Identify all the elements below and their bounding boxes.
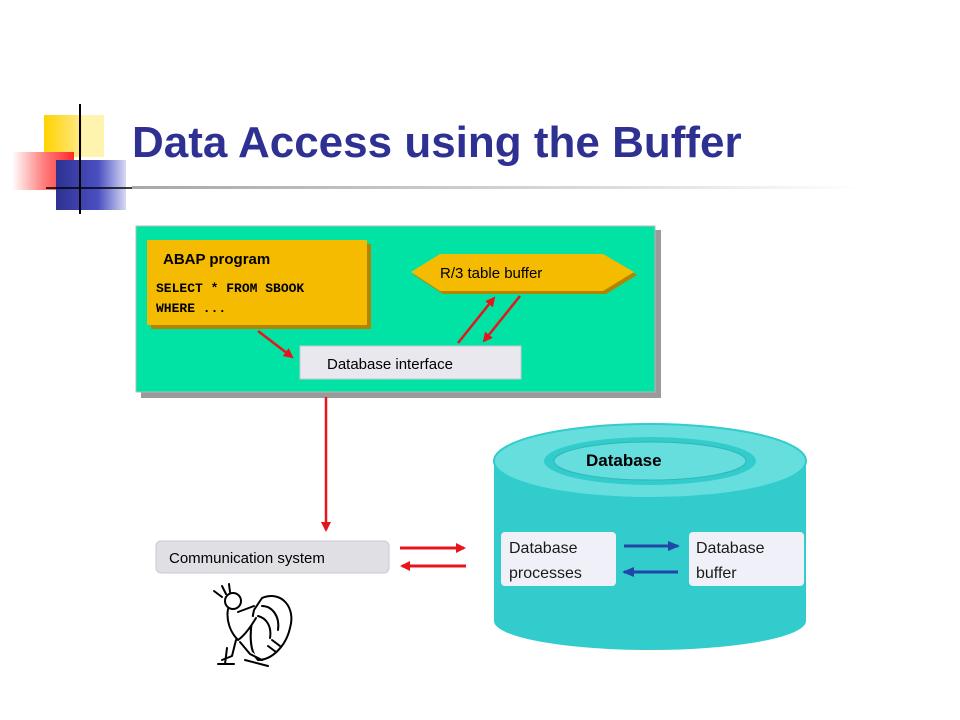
title-decoration-graphic — [12, 104, 134, 214]
abap-program-box — [147, 240, 367, 325]
title-decoration — [0, 0, 140, 220]
database-top-inner — [553, 441, 747, 481]
table-buffer-label: R/3 table buffer — [440, 265, 542, 282]
table-buffer-hexagon — [411, 254, 634, 291]
database-buffer-box — [689, 532, 804, 586]
database-interface-label: Database interface — [327, 356, 453, 373]
cartoon-worker-icon — [213, 583, 293, 667]
database-processes-line-2: processes — [509, 565, 582, 582]
database-buffer-line-1: Database — [696, 540, 765, 557]
abap-to-interface-arrow — [257, 330, 294, 359]
database-title: Database — [586, 451, 662, 470]
database-interface-box — [299, 345, 522, 380]
buffer-to-interface-arrow — [482, 295, 521, 343]
abap-code-line-1: SELECT * FROM SBOOK — [156, 281, 304, 296]
database-cylinder-bottom — [494, 592, 806, 650]
database-processes-line-1: Database — [509, 540, 578, 557]
database-processes-box — [501, 532, 616, 586]
communication-system-label: Communication system — [169, 550, 325, 567]
abap-code-line-2: WHERE ... — [156, 301, 226, 316]
title-underline — [132, 186, 862, 189]
abap-program-heading: ABAP program — [163, 251, 270, 268]
slide-title: Data Access using the Buffer — [132, 118, 742, 167]
communication-system-box — [155, 540, 390, 574]
database-buffer-line-2: buffer — [696, 565, 737, 582]
interface-to-buffer-arrow — [457, 296, 496, 344]
